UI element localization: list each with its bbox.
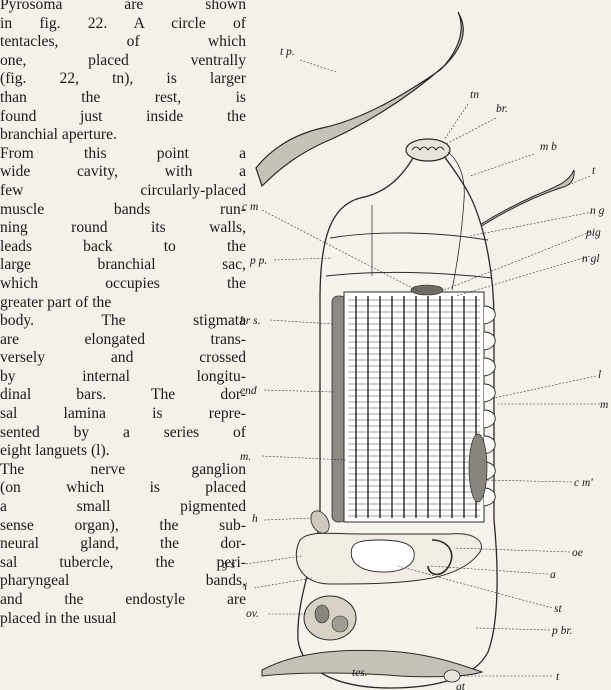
leader-mb [470, 154, 534, 176]
label-tes: tes. [352, 667, 368, 679]
label-i: i [244, 581, 247, 593]
label-l: l [598, 369, 601, 381]
label-t-bottom: t [556, 671, 560, 683]
label-gt: gt [456, 681, 466, 690]
leader-tn [444, 104, 468, 140]
ovum [315, 605, 329, 623]
label-ng: n g [590, 205, 605, 217]
label-br: br. [496, 103, 508, 115]
leader-ng [470, 212, 592, 236]
leader-i [254, 578, 312, 588]
label-tn: tn [470, 89, 479, 101]
leader-br [446, 118, 496, 144]
label-pbr: p br. [551, 625, 572, 637]
ovary [304, 596, 356, 640]
branchial-sac [344, 292, 484, 522]
leader-tp [300, 60, 336, 72]
label-ngl: n gl [582, 253, 600, 265]
label-st: st [554, 603, 562, 615]
label-ov: ov. [246, 608, 259, 620]
label-m-left: m. [240, 451, 251, 463]
label-tp: t p. [280, 46, 295, 58]
label-pig: pig [585, 227, 601, 239]
label-a: a [550, 569, 556, 581]
label-end: end [240, 385, 257, 397]
leader-cm2 [486, 480, 572, 482]
ovum [332, 616, 348, 632]
label-oe: oe [572, 547, 583, 559]
leader-gs [246, 556, 302, 564]
label-t-top: t [592, 165, 596, 177]
label-m-right: m [600, 399, 608, 411]
label-brs: br s. [240, 315, 260, 327]
leader-h [264, 518, 312, 520]
label-cm2: c m' [574, 477, 593, 489]
cloacal-muscle-mass [469, 434, 487, 502]
label-mb: m b [540, 141, 557, 153]
label-gs: g s [222, 559, 236, 571]
label-cm: c m [242, 201, 258, 213]
leader-l [494, 376, 596, 398]
stomach [351, 540, 414, 572]
label-pp: p p. [249, 255, 267, 267]
test-process-right [472, 170, 574, 232]
label-h: h [252, 513, 258, 525]
